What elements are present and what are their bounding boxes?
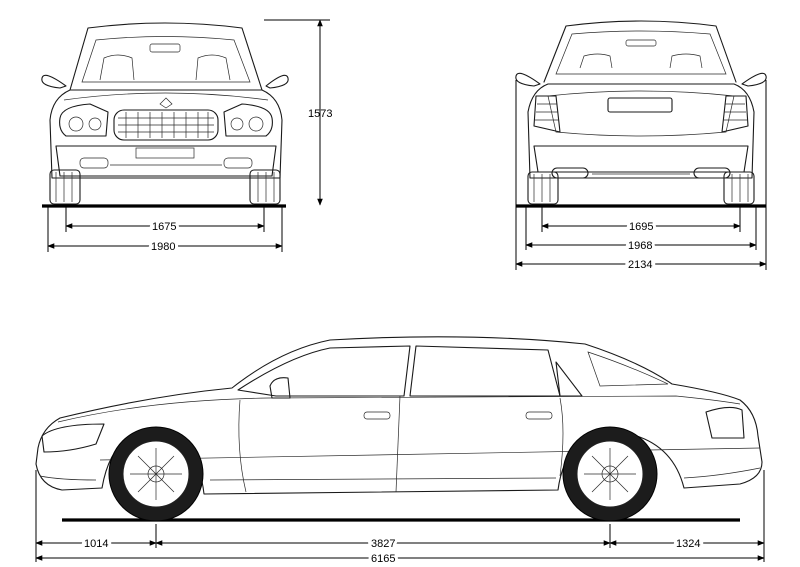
front-windshield <box>81 36 251 83</box>
side-rear-door-handle <box>525 411 553 420</box>
front-bumper <box>55 145 277 177</box>
rear-track-label: 1695 <box>629 221 653 233</box>
rear-window-frame <box>543 20 737 83</box>
side-wheelbase-label: 3827 <box>371 538 395 550</box>
side-headlight <box>41 423 105 453</box>
front-windshield-frame <box>69 22 263 91</box>
side-length-label: 6165 <box>371 553 395 565</box>
front-grille <box>113 109 219 141</box>
front-right-headlight <box>223 103 273 137</box>
front-right-mirror <box>265 74 289 89</box>
front-width-label: 1980 <box>151 241 175 253</box>
front-emblem <box>159 97 173 109</box>
front-height-label: 1573 <box>308 108 332 120</box>
side-rear-wheel <box>562 426 658 522</box>
rear-width-mirrors-label: 2134 <box>628 259 652 271</box>
rear-left-tyre <box>527 171 559 205</box>
side-quarter-window <box>555 361 583 397</box>
rear-width-label: 1968 <box>628 240 652 252</box>
side-rear-overhang-label: 1324 <box>676 538 700 550</box>
front-left-tyre <box>49 169 81 205</box>
rear-window <box>555 30 727 75</box>
front-right-tyre <box>249 169 281 205</box>
front-view: 1573 1675 1980 <box>41 19 332 256</box>
rear-view: 1695 1968 2134 <box>515 20 767 274</box>
rear-right-taillight <box>721 95 749 133</box>
front-left-mirror <box>41 74 67 89</box>
rear-left-mirror <box>515 72 541 87</box>
rear-right-exhaust <box>693 167 731 179</box>
side-mirror <box>269 377 291 399</box>
side-taillight <box>705 406 745 439</box>
side-front-window <box>237 345 411 397</box>
rear-body <box>527 83 755 179</box>
front-track-label: 1675 <box>152 221 176 233</box>
rear-right-tyre <box>723 171 755 205</box>
rear-left-exhaust <box>551 167 589 179</box>
front-left-headlight <box>59 103 109 137</box>
side-front-overhang-label: 1014 <box>84 538 108 550</box>
side-rear-window <box>409 345 561 397</box>
side-view: 1014 3827 1324 6165 <box>35 336 765 567</box>
front-body <box>49 89 283 179</box>
rear-left-taillight <box>533 95 561 133</box>
side-front-door-handle <box>363 411 391 420</box>
rear-license-plate <box>607 97 673 113</box>
side-front-wheel <box>108 426 204 522</box>
rear-right-mirror <box>741 72 767 87</box>
